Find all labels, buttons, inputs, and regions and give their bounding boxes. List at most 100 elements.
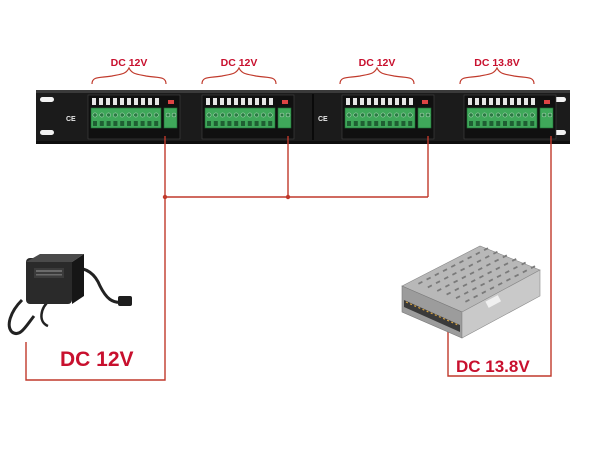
adapter-plug (118, 296, 132, 306)
psu-vent (455, 295, 461, 300)
terminal-screw (240, 112, 246, 118)
psu-vent (478, 274, 484, 279)
fuse-post (496, 98, 500, 105)
fuse-post (517, 98, 521, 105)
psu-vent (446, 291, 452, 296)
terminal-slot (503, 121, 507, 126)
psu-vent (489, 286, 495, 291)
terminal-slot (353, 121, 358, 126)
module-label-3: DC 12V (339, 57, 415, 85)
psu-vent (443, 276, 449, 280)
terminal-screw (213, 112, 219, 118)
terminal-slot (367, 121, 372, 126)
terminal-slot (530, 121, 535, 126)
brace-1 (91, 66, 167, 85)
module-label-text: DC 12V (221, 57, 258, 69)
fuse-post (248, 98, 252, 105)
fuse-post (524, 98, 528, 105)
input-terminal (539, 107, 554, 129)
terminal-slot (523, 121, 528, 126)
terminal-slot (475, 121, 480, 126)
psu-vent (471, 286, 477, 291)
psu-vent (475, 251, 481, 256)
terminal-slot (154, 121, 159, 126)
fuse-post (367, 98, 371, 105)
psu-vent (463, 291, 469, 295)
terminal-slot (99, 121, 104, 126)
terminal-screw (475, 112, 481, 118)
module-label-text: DC 13.8V (474, 57, 520, 69)
psu-vent (427, 284, 433, 289)
terminal-screw (380, 112, 386, 118)
psu-vent (488, 278, 494, 283)
terminal-screw (387, 112, 393, 118)
wire-junction (285, 194, 291, 200)
terminal-screw (147, 112, 152, 118)
fuse-post (402, 98, 406, 105)
psu-vent (434, 272, 440, 277)
terminal-screw (407, 112, 413, 118)
terminal-slot (347, 121, 351, 126)
switching-power-supply (401, 245, 541, 339)
psu-vent (467, 255, 473, 260)
wire-13v8-feed (447, 136, 552, 377)
terminal-screw (468, 112, 474, 118)
led (282, 100, 288, 104)
wiring (25, 136, 552, 381)
terminal-slot (394, 121, 399, 126)
fuse-post (262, 98, 266, 105)
brace-4 (459, 66, 535, 85)
fuse-post (409, 98, 413, 105)
psu-vent (462, 283, 468, 288)
terminal-slot (241, 121, 245, 126)
terminal-slot (469, 121, 473, 126)
fuse-post (234, 98, 238, 105)
terminal-screw (247, 112, 253, 118)
terminal-screw (140, 112, 145, 118)
psu-vent (483, 247, 489, 252)
fuse-post (206, 98, 210, 105)
fuse-post (468, 98, 472, 105)
psu-vent (480, 282, 486, 287)
psu-vent (451, 271, 457, 276)
psu-vent (496, 274, 502, 279)
terminal-screw (516, 112, 521, 118)
fuse-post (113, 98, 117, 105)
brace-3 (339, 66, 415, 85)
terminal-slot (113, 121, 118, 126)
mounting-hole (40, 97, 54, 102)
supply-label-13v8: DC 13.8V (456, 357, 530, 376)
terminal-screw (171, 112, 177, 118)
terminal-slot (127, 121, 131, 126)
distribution-board-3 (341, 94, 435, 140)
terminal-slot (147, 121, 152, 126)
psu-vent (450, 264, 456, 268)
psu-vent (459, 259, 464, 264)
psu-vent (444, 283, 450, 288)
module-label-4: DC 13.8V (459, 57, 535, 85)
terminal-screw (99, 112, 105, 118)
terminal-slot (234, 121, 239, 126)
terminal-screw (547, 112, 553, 118)
psu-vent (417, 280, 423, 285)
terminal-screw (285, 112, 291, 118)
fuse-post (241, 98, 245, 105)
terminal-slot (509, 121, 514, 126)
psu-vent (495, 266, 501, 271)
led (168, 100, 174, 104)
psu-vent (464, 298, 470, 303)
module-label-2: DC 12V (201, 57, 277, 85)
psu-vent (494, 258, 500, 263)
psu-vent (487, 270, 493, 275)
input-terminal (277, 107, 292, 129)
ce-mark: CE (66, 116, 76, 123)
terminal-slot (387, 121, 392, 126)
fuse-post (155, 98, 159, 105)
fuse-post (395, 98, 399, 105)
fuse-post (346, 98, 350, 105)
psu-vent (504, 270, 510, 274)
terminal-screw (227, 112, 232, 118)
terminal-screw (360, 112, 365, 118)
psu-vent (435, 280, 441, 285)
